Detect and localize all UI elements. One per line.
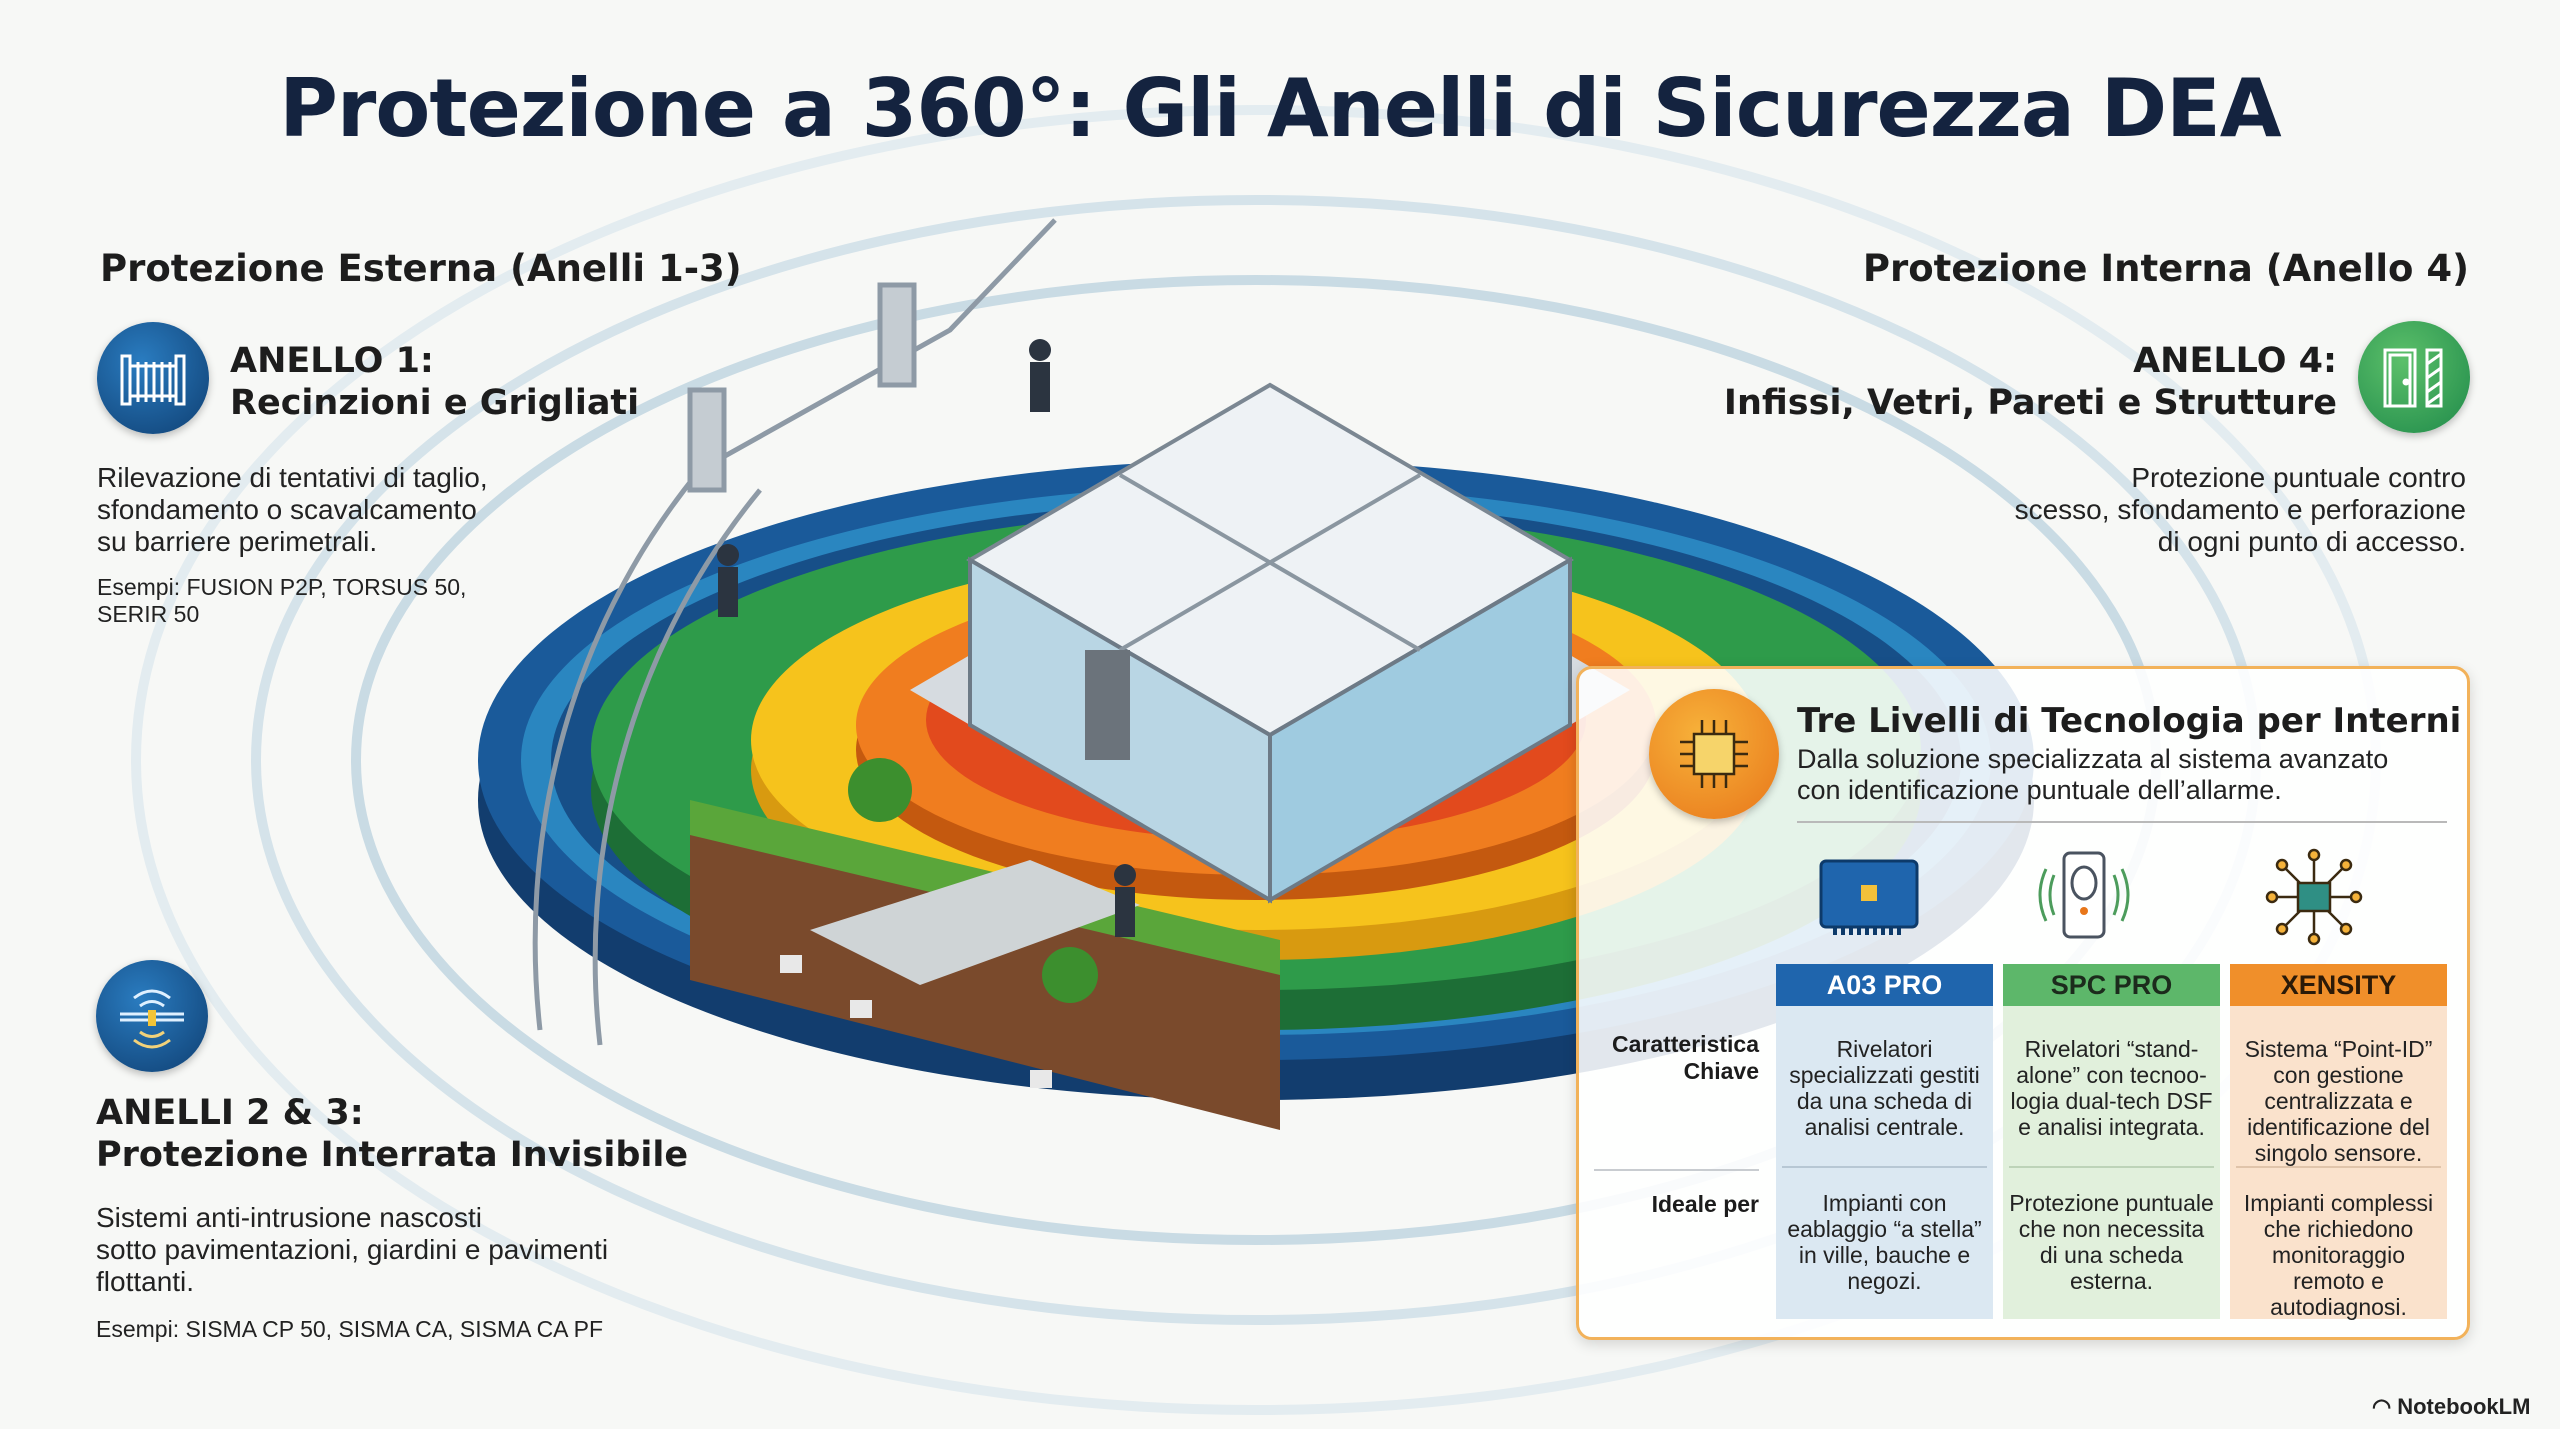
row-label-key: Caratteristica Chiave <box>1611 1031 1759 1084</box>
row-divider <box>1594 1169 1759 1171</box>
ring4-desc-line: scesso, sfondamento e perforazione <box>2014 494 2466 525</box>
ring1-desc-line: Rilevazione di tentativi di taglio, <box>97 462 488 493</box>
ring4-desc-line: Protezione puntuale contro <box>2131 462 2466 493</box>
notebooklm-logo-icon: ◠ <box>2372 1394 2392 1419</box>
ring23-desc-line: sotto pavimentazioni, giardini e pavimen… <box>96 1234 609 1265</box>
ring23-desc-line: flottanti. <box>96 1266 195 1297</box>
ideal-for: Impianti con eablaggio “a stella” in vil… <box>1787 1190 1982 1294</box>
ring1-desc-line: su barriere perimetrali. <box>97 526 378 557</box>
network-hub-icon <box>2264 847 2364 947</box>
column-a03-pro: A03 PRO Rivelatori specializzati gestiti… <box>1776 964 1993 1319</box>
page-title: Protezione a 360°: Gli Anelli di Sicurez… <box>279 62 2281 155</box>
tech-subtitle-line: con identificazione puntuale dell’allarm… <box>1797 775 2282 805</box>
technology-panel: Tre Livelli di Tecnologia per Interni Da… <box>1576 666 2470 1340</box>
tech-subtitle-line: Dalla soluzione specializzata al sistema… <box>1797 744 2389 774</box>
column-header: XENSITY <box>2230 964 2447 1006</box>
external-heading: Protezione Esterna (Anelli 1-3) <box>100 247 742 290</box>
notebooklm-watermark: ◠ NotebookLM <box>2372 1394 2530 1420</box>
perimeter-fence <box>532 218 1057 1046</box>
ring23-title: Protezione Interrata Invisibile <box>96 1135 689 1175</box>
ring23-examples: Esempi: SISMA CP 50, SISMA CA, SISMA CA … <box>96 1316 604 1342</box>
ideal-for: Impianti complessi che richiedono monito… <box>2243 1190 2434 1320</box>
column-header: A03 PRO <box>1776 964 1993 1006</box>
ring1-examples: Esempi: FUSION P2P, TORSUS 50, <box>97 574 467 600</box>
internal-heading: Protezione Interna (Anello 4) <box>1862 247 2469 290</box>
ideal-for: Protezione puntuale che non necessita di… <box>2009 1190 2214 1294</box>
key-feature: Rivelatori specializzati gestiti da una … <box>1789 1036 1980 1140</box>
ring1-desc-line: sfondamento o scavalcamento <box>97 494 477 525</box>
ring1-examples: SERIR 50 <box>97 601 200 627</box>
watermark-text: NotebookLM <box>2397 1394 2531 1419</box>
motion-detector-icon <box>2034 849 2134 943</box>
chip-icon <box>1649 689 1779 819</box>
house <box>910 382 1630 904</box>
ring4-label: ANELLO 4: <box>2133 341 2337 381</box>
ring1-title: Recinzioni e Grigliati <box>230 383 640 423</box>
ring23-desc-line: Sistemi anti-intrusione nascosti <box>96 1202 482 1233</box>
ring4-title: Infissi, Vetri, Pareti e Strutture <box>1723 383 2337 423</box>
column-header: SPC PRO <box>2003 964 2220 1006</box>
circuit-board-icon <box>1819 859 1919 939</box>
key-feature: Rivelatori “stand-alone” con tecnoo-logi… <box>2010 1036 2213 1140</box>
column-xensity: XENSITY Sistema “Point-ID” con gestione … <box>2230 964 2447 1320</box>
intruder-figures <box>717 339 1136 937</box>
tech-title: Tre Livelli di Tecnologia per Interni <box>1797 701 2462 741</box>
ring4-desc-line: di ogni punto di accesso. <box>2157 526 2466 557</box>
door-window-icon <box>2358 321 2470 433</box>
divider <box>1797 821 2447 823</box>
key-feature: Sistema “Point-ID” con gestione centrali… <box>2244 1036 2433 1166</box>
ring1-label: ANELLO 1: <box>230 341 434 381</box>
underground-sensor-icon <box>96 960 208 1072</box>
ring23-label: ANELLI 2 & 3: <box>96 1093 364 1133</box>
column-spc-pro: SPC PRO Rivelatori “stand-alone” con tec… <box>2003 964 2220 1319</box>
fence-icon <box>97 322 209 434</box>
row-label-ideal: Ideale per <box>1651 1191 1759 1217</box>
